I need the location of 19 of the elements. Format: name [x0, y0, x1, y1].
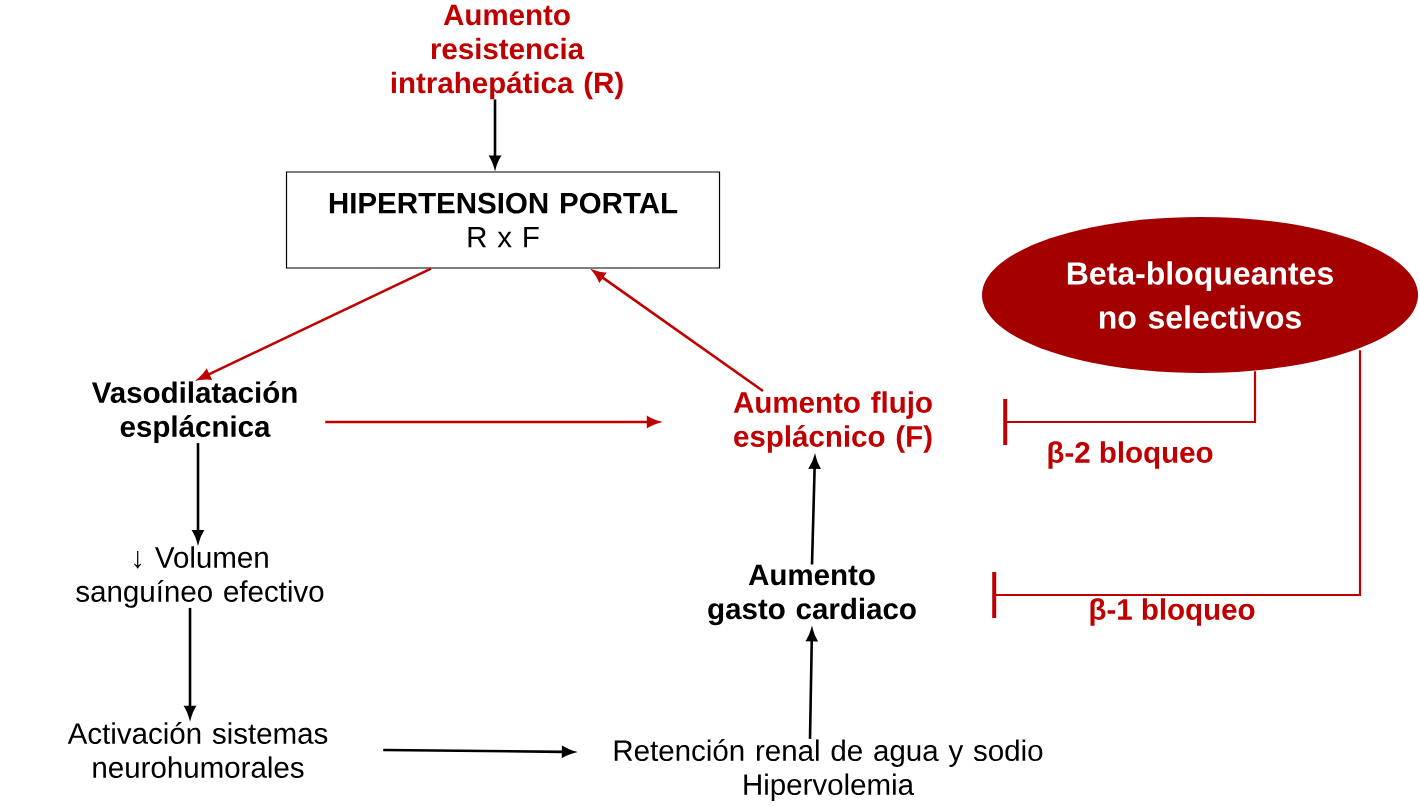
flow-text: Retención renal de agua y sodio Hipervolemia: [614, 739, 1043, 801]
flow-text: Aumento flujo esplácnico (F): [733, 391, 932, 453]
arrow: [325, 416, 660, 428]
arrow: [809, 456, 821, 565]
flow-text: Vasodilatación esplácnica: [91, 381, 297, 443]
flow-text: ↓ Volumen sanguíneo efectivo: [76, 546, 324, 608]
inhibition-line: [992, 350, 1362, 618]
arrow: [489, 99, 501, 168]
edge-label: β-2 bloqueo: [1048, 441, 1213, 469]
inhibition-line: [1003, 371, 1257, 445]
arrow: [592, 270, 764, 393]
flow-text: Aumento gasto cardiaco: [708, 564, 916, 626]
flow-text: Aumento resistencia intrahepática (R): [391, 4, 623, 100]
flow-text: Activación sistemas neurohumorales: [67, 722, 328, 778]
edge-label: β-1 bloqueo: [1090, 598, 1255, 626]
arrow: [192, 443, 204, 543]
arrow: [383, 746, 575, 758]
arrow: [184, 607, 196, 719]
process-box: HIPERTENSION PORTAL R x F: [285, 171, 721, 269]
